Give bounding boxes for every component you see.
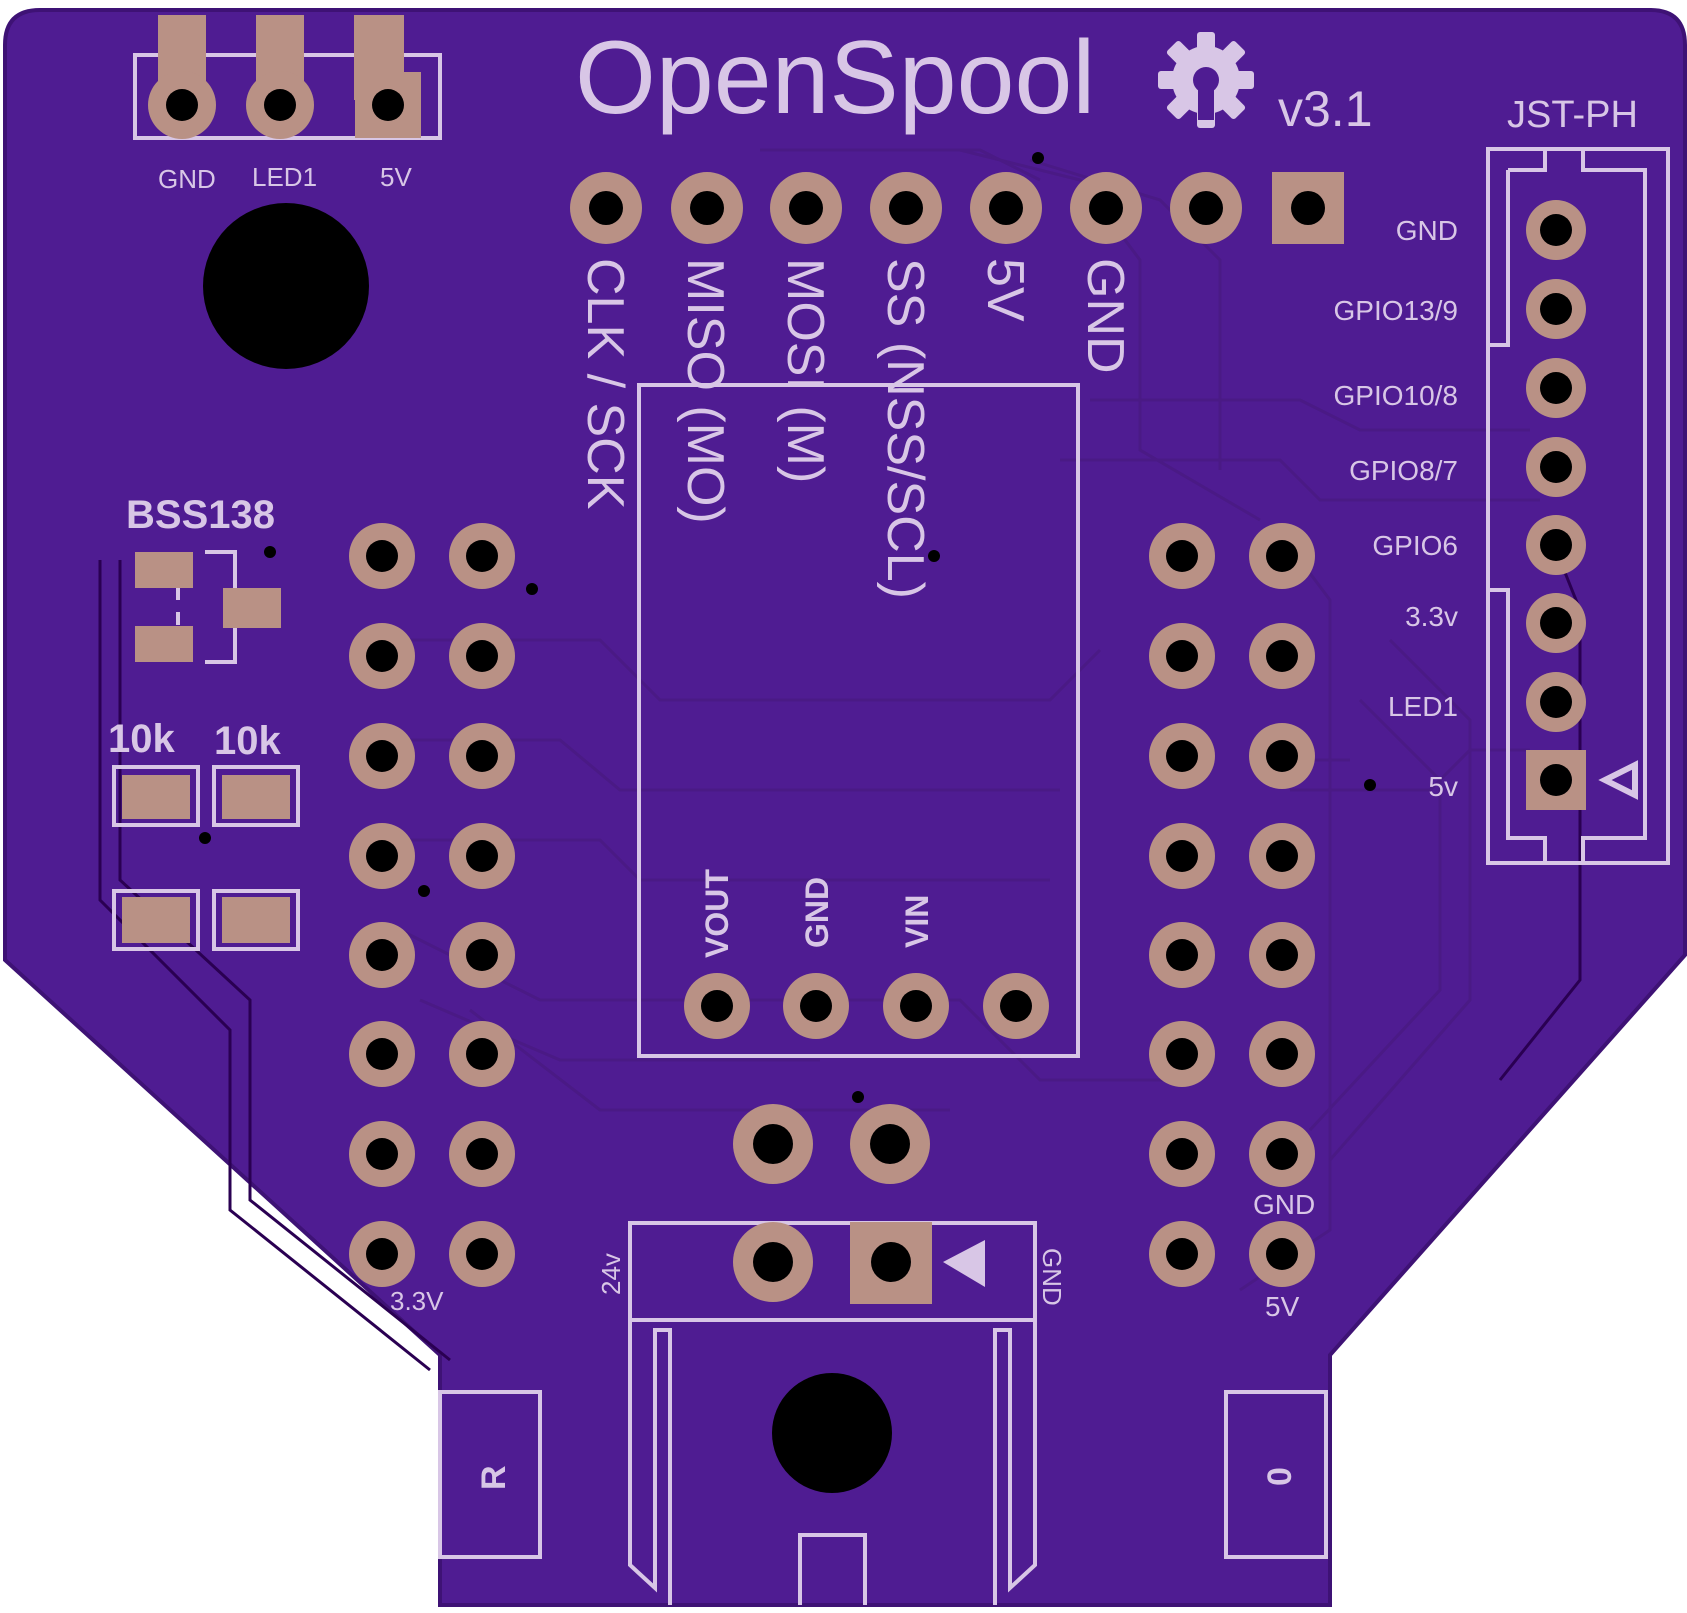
mounting-hole-top xyxy=(203,203,369,369)
bss138-mosfet: BSS138 xyxy=(126,493,281,664)
nfc-label-5v: 5V xyxy=(976,258,1034,322)
board-version: v3.1 xyxy=(1278,81,1373,137)
mcu-label-gnd: GND xyxy=(1253,1189,1315,1220)
regulator-label-vout: VOUT xyxy=(699,869,735,958)
regulator-outline xyxy=(637,383,1080,1058)
jst-label-led1: LED1 xyxy=(1388,691,1458,722)
jst-label-3v3: 3.3v xyxy=(1405,601,1458,632)
regulator-module: VOUT GND VIN xyxy=(684,869,1049,1039)
r2-label: 10k xyxy=(214,719,281,763)
resistor-r2: 10k xyxy=(212,719,300,951)
led-header-label-led1: LED1 xyxy=(252,162,317,192)
regulator-label-vin: VIN xyxy=(899,895,935,948)
cap-pads xyxy=(733,1104,930,1184)
regulator-label-gnd: GND xyxy=(799,877,835,948)
bss138-label: BSS138 xyxy=(126,493,275,537)
button-reset-label: R xyxy=(475,1465,513,1490)
nfc-label-gnd: GND xyxy=(1076,258,1134,374)
jst-label-gnd: GND xyxy=(1396,215,1458,246)
mounting-hole-bottom xyxy=(772,1373,892,1493)
nfc-label-mosi: MOSI (M) xyxy=(776,258,834,483)
nfc-label-miso: MISO (MO) xyxy=(676,258,734,524)
power-label-gnd: GND xyxy=(1037,1248,1067,1306)
board-outline xyxy=(3,8,1687,1607)
led-header-label-gnd: GND xyxy=(158,164,216,194)
jst-label-gpio10: GPIO10/8 xyxy=(1333,380,1458,411)
mcu-left-header: 3.3V xyxy=(349,523,515,1316)
jst-connector: JST-PH GND GPIO13/9 GPIO10/8 GPIO8/7 GPI… xyxy=(1333,94,1670,865)
board-title: OpenSpool xyxy=(575,20,1095,136)
button-boot[interactable]: 0 xyxy=(1224,1390,1328,1559)
vias xyxy=(199,152,1376,1103)
mcu-right-header: GND 5V xyxy=(1149,523,1315,1322)
jst-label-gpio8: GPIO8/7 xyxy=(1349,455,1458,486)
power-label-24v: 24v xyxy=(596,1253,626,1295)
nfc-header: CLK / SCK MISO (MO) MOSI (M) SS (NSS/SCL… xyxy=(570,172,1344,599)
jst-label-gpio13: GPIO13/9 xyxy=(1333,295,1458,326)
mcu-label-5v: 5V xyxy=(1265,1291,1300,1322)
button-reset[interactable]: R xyxy=(438,1390,542,1559)
nfc-label-clk: CLK / SCK xyxy=(576,258,634,510)
r1-label: 10k xyxy=(108,717,175,761)
jst-label-5v: 5v xyxy=(1428,771,1458,802)
jst-label-gpio6: GPIO6 xyxy=(1372,530,1458,561)
jst-title: JST-PH xyxy=(1507,94,1638,136)
led-header-label-5v: 5V xyxy=(380,162,412,192)
nfc-label-ss: SS (NSS/SCL) xyxy=(876,258,934,599)
led-header: GND LED1 5V xyxy=(133,15,442,194)
button-boot-label: 0 xyxy=(1261,1467,1299,1486)
open-hardware-logo xyxy=(1158,32,1254,128)
mcu-label-3v3: 3.3V xyxy=(390,1286,444,1316)
resistor-r1: 10k xyxy=(108,717,200,951)
power-connector: 24v GND xyxy=(596,1221,1067,1605)
